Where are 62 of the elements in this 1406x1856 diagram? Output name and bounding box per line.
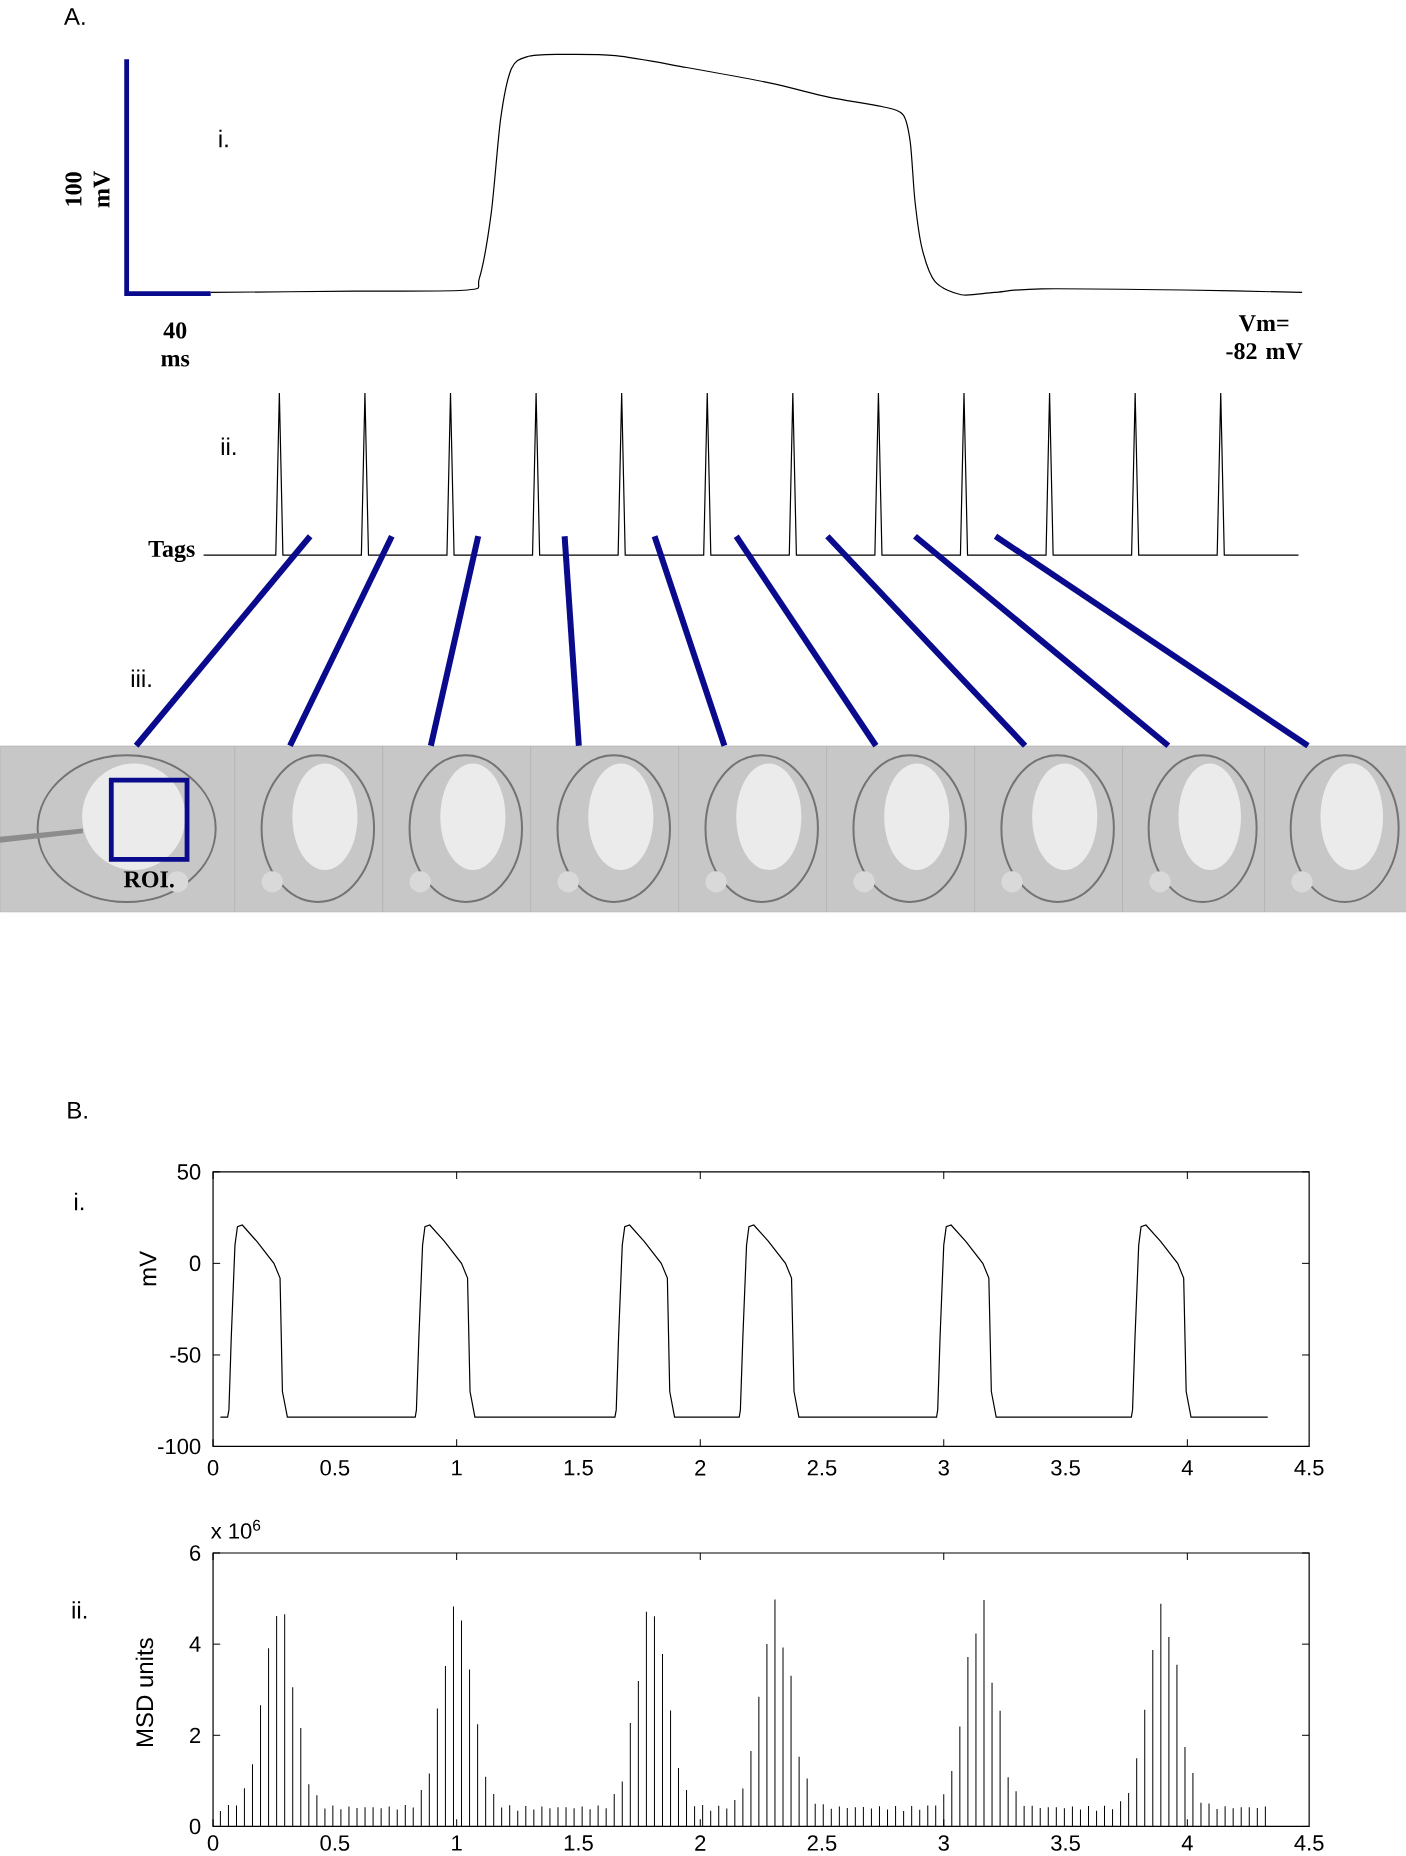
tick-label: 2 xyxy=(189,1727,200,1743)
micrograph xyxy=(530,745,679,913)
tick-label: 1.5 xyxy=(564,1835,593,1851)
tick-label: 3 xyxy=(938,1460,949,1476)
tick-label: 2 xyxy=(695,1835,706,1851)
panel-label: A. xyxy=(63,8,85,25)
tick-label: 2.5 xyxy=(807,1835,837,1851)
scale-label: 100 mV xyxy=(65,171,110,208)
micrograph xyxy=(826,745,975,913)
axis-title: mV xyxy=(139,1251,157,1286)
leader-line xyxy=(561,536,582,746)
panel-label: ii. xyxy=(72,1601,87,1619)
leader-line xyxy=(427,535,482,747)
tick-label: 6 xyxy=(190,1545,201,1561)
leader-line xyxy=(133,534,313,748)
tick-label: 0 xyxy=(189,1255,201,1272)
tick-label: 3.5 xyxy=(1051,1460,1080,1476)
axis-title: MSD units xyxy=(135,1638,154,1747)
tick-label: 50 xyxy=(177,1164,201,1180)
leader-line xyxy=(733,534,879,748)
tick-label: 0 xyxy=(207,1460,219,1476)
panel-label: ii. xyxy=(221,437,236,455)
micrograph xyxy=(974,745,1123,913)
voltage-label: Vm= -82 mV xyxy=(1226,315,1303,360)
tick-label: 2.5 xyxy=(807,1460,837,1476)
tick-label: 3 xyxy=(938,1835,949,1851)
tick-label: 0 xyxy=(207,1835,219,1851)
leader-line xyxy=(912,533,1171,749)
micrograph xyxy=(234,745,384,913)
tick-label: 2 xyxy=(695,1460,706,1476)
tick-label: -100 xyxy=(158,1438,201,1455)
tick-label: 1 xyxy=(452,1460,462,1476)
tick-label: 4.5 xyxy=(1294,1835,1324,1851)
tick-label: 1.5 xyxy=(564,1460,593,1476)
tick-label: 4 xyxy=(1181,1835,1193,1851)
leader-line xyxy=(993,533,1310,749)
micrograph xyxy=(382,745,531,913)
tick-label: 4 xyxy=(1181,1460,1193,1476)
panel-label: i. xyxy=(74,1192,84,1211)
tick-label: 1 xyxy=(452,1835,462,1851)
tick-label: 4 xyxy=(189,1636,201,1652)
roi-square xyxy=(108,777,190,862)
roi-label: ROI. xyxy=(123,871,174,888)
tick-label: 0 xyxy=(189,1818,201,1835)
tick-label: 4.5 xyxy=(1294,1460,1324,1476)
tick-label: 3.5 xyxy=(1051,1835,1080,1851)
panel-label: iii. xyxy=(131,669,151,687)
micrograph xyxy=(1264,745,1406,913)
scale-label: 40 ms xyxy=(161,322,190,367)
panel-label: B. xyxy=(68,1102,87,1119)
leader-line xyxy=(651,535,728,747)
tick-label: 0.5 xyxy=(320,1460,350,1476)
micrograph xyxy=(1122,745,1265,913)
trace-label: Tags xyxy=(148,541,195,563)
axis-multiplier: x 10$^{6}$ xyxy=(210,1519,261,1539)
leader-line xyxy=(287,534,395,748)
micrograph xyxy=(678,745,827,913)
tick-label: 0.5 xyxy=(320,1835,350,1851)
panel-label: i. xyxy=(219,129,228,148)
micrograph xyxy=(0,745,236,913)
leader-line xyxy=(825,534,1028,748)
tick-label: -50 xyxy=(170,1347,201,1363)
